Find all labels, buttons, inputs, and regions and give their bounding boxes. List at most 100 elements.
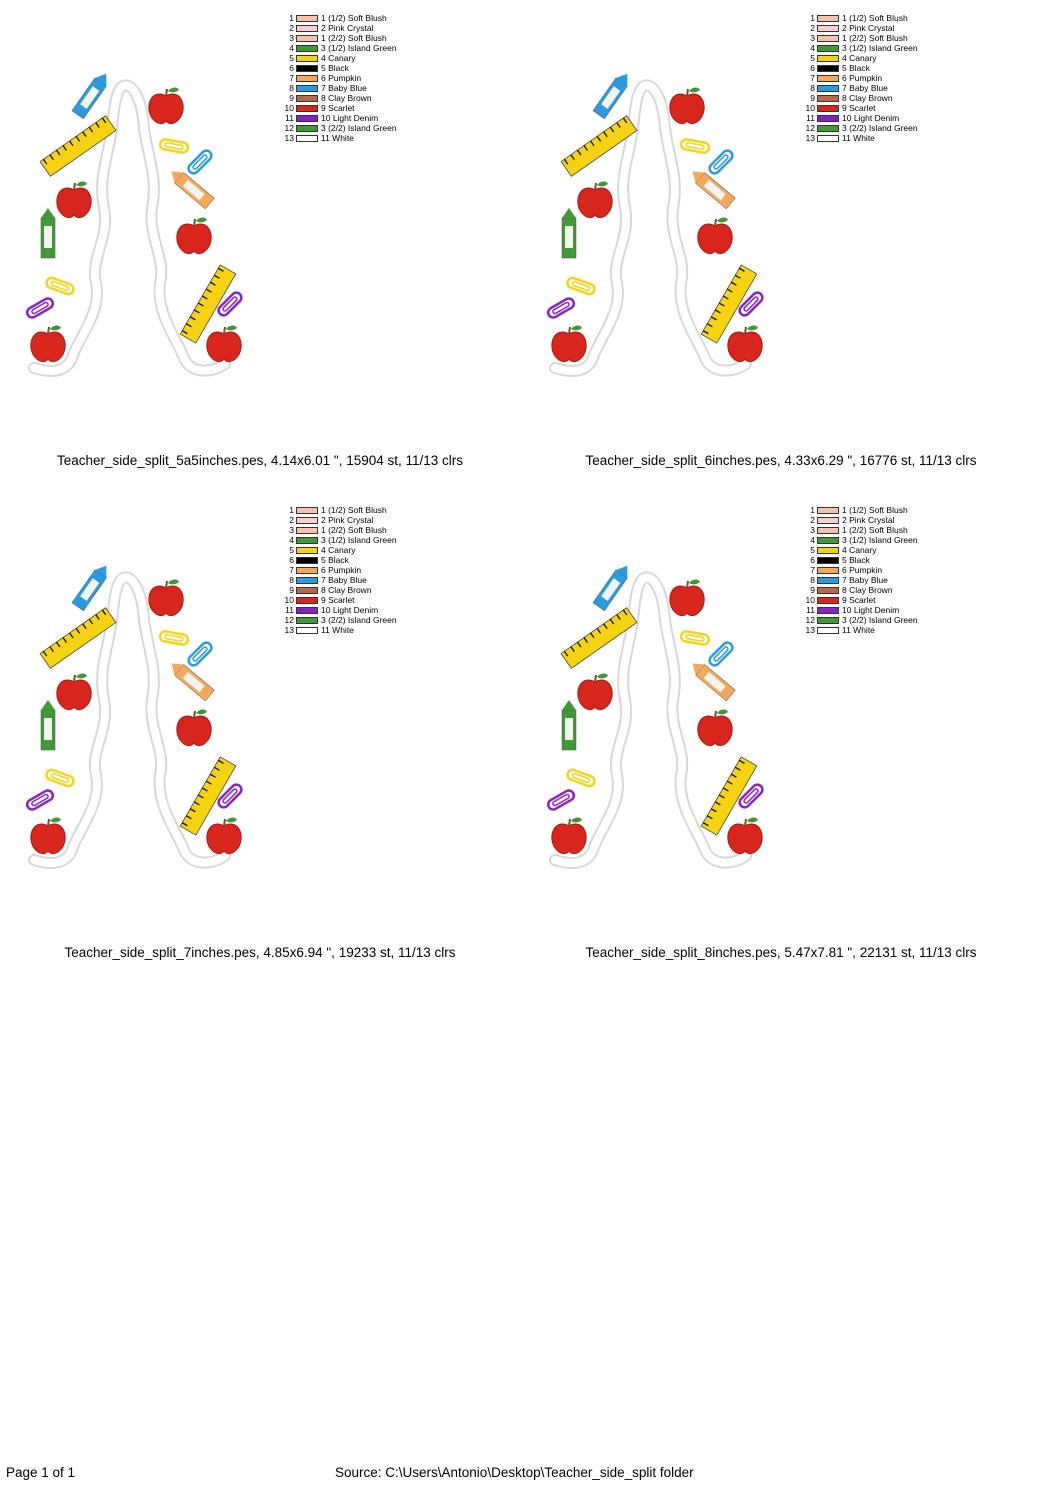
crayon-icon	[71, 565, 107, 612]
legend-number: 5	[289, 53, 294, 63]
apple-icon	[577, 181, 613, 219]
paperclip-icon	[566, 276, 596, 296]
crayon-icon	[561, 700, 577, 751]
legend-number: 4	[289, 535, 294, 545]
legend-number: 6	[810, 63, 815, 73]
legend-number: 3	[289, 525, 294, 535]
thread-name: 9 Scarlet	[321, 595, 355, 605]
paperclip-icon	[25, 297, 55, 319]
thread-name: 4 Canary	[321, 53, 356, 63]
thread-name: 11 White	[321, 625, 354, 635]
color-swatch	[817, 104, 839, 112]
color-swatch	[817, 566, 839, 574]
color-swatch	[296, 44, 318, 52]
legend-number: 3	[289, 33, 294, 43]
legend-number: 3	[810, 33, 815, 43]
color-swatch	[817, 14, 839, 22]
thread-name: 9 Scarlet	[842, 103, 876, 113]
crayon-icon	[592, 73, 628, 120]
legend-number: 4	[810, 535, 815, 545]
page-number: Page 1 of 1	[6, 1465, 76, 1480]
color-swatch	[817, 114, 839, 122]
color-swatch	[296, 566, 318, 574]
color-swatch	[296, 24, 318, 32]
color-swatch	[296, 124, 318, 132]
thread-name: 10 Light Denim	[842, 605, 900, 615]
thread-name: 3 (2/2) Island Green	[842, 615, 918, 625]
paperclip-icon	[708, 641, 734, 667]
paperclip-icon	[45, 768, 75, 788]
crayon-icon	[71, 73, 107, 120]
paperclip-icon	[738, 291, 764, 317]
paperclip-icon	[566, 768, 596, 788]
thread-name: 2 Pink Crystal	[842, 515, 895, 525]
thread-name: 1 (1/2) Soft Blush	[321, 505, 387, 515]
thread-name: 7 Baby Blue	[321, 83, 367, 93]
legend-number: 4	[810, 43, 815, 53]
legend-number: 13	[284, 133, 294, 143]
thread-name: 1 (2/2) Soft Blush	[321, 33, 387, 43]
crayon-icon	[40, 700, 56, 751]
apple-icon	[577, 673, 613, 711]
design-caption: Teacher_side_split_6inches.pes, 4.33x6.2…	[585, 453, 977, 468]
thread-name: 5 Black	[321, 63, 349, 73]
legend-row: 3 1 (2/2) Soft Blush	[282, 33, 397, 43]
apple-icon	[206, 817, 242, 855]
legend-row: 4 3 (1/2) Island Green	[803, 43, 918, 53]
legend-number: 11	[806, 113, 815, 123]
legend-row: 5 4 Canary	[282, 53, 397, 63]
legend-number: 7	[289, 565, 294, 575]
color-swatch	[817, 606, 839, 614]
legend-number: 13	[284, 625, 294, 635]
ruler-icon	[700, 264, 758, 344]
thread-name: 7 Baby Blue	[321, 575, 367, 585]
thread-name: 9 Scarlet	[321, 103, 355, 113]
legend-number: 5	[810, 53, 815, 63]
thread-name: 3 (1/2) Island Green	[842, 535, 918, 545]
color-swatch	[296, 54, 318, 62]
legend-number: 8	[810, 83, 815, 93]
legend-number: 11	[285, 113, 294, 123]
thread-name: 2 Pink Crystal	[842, 23, 895, 33]
paperclip-icon	[158, 630, 190, 646]
color-swatch	[296, 134, 318, 142]
legend-number: 2	[289, 23, 294, 33]
ruler-icon	[560, 115, 638, 177]
color-swatch	[296, 586, 318, 594]
legend-number: 1	[289, 13, 294, 23]
color-swatch	[296, 596, 318, 604]
color-swatch	[817, 34, 839, 42]
legend-number: 11	[285, 605, 294, 615]
legend-number: 13	[805, 133, 815, 143]
legend-number: 6	[810, 555, 815, 565]
paperclip-icon	[679, 138, 711, 154]
apple-icon	[551, 325, 587, 363]
thread-name: 2 Pink Crystal	[321, 23, 374, 33]
embroidery-design-preview	[25, 73, 243, 377]
color-swatch	[817, 84, 839, 92]
color-swatch	[817, 546, 839, 554]
legend-number: 3	[810, 525, 815, 535]
thread-name: 3 (1/2) Island Green	[842, 43, 918, 53]
legend-row: 13 11 White	[282, 625, 397, 635]
paperclip-icon	[546, 789, 576, 811]
